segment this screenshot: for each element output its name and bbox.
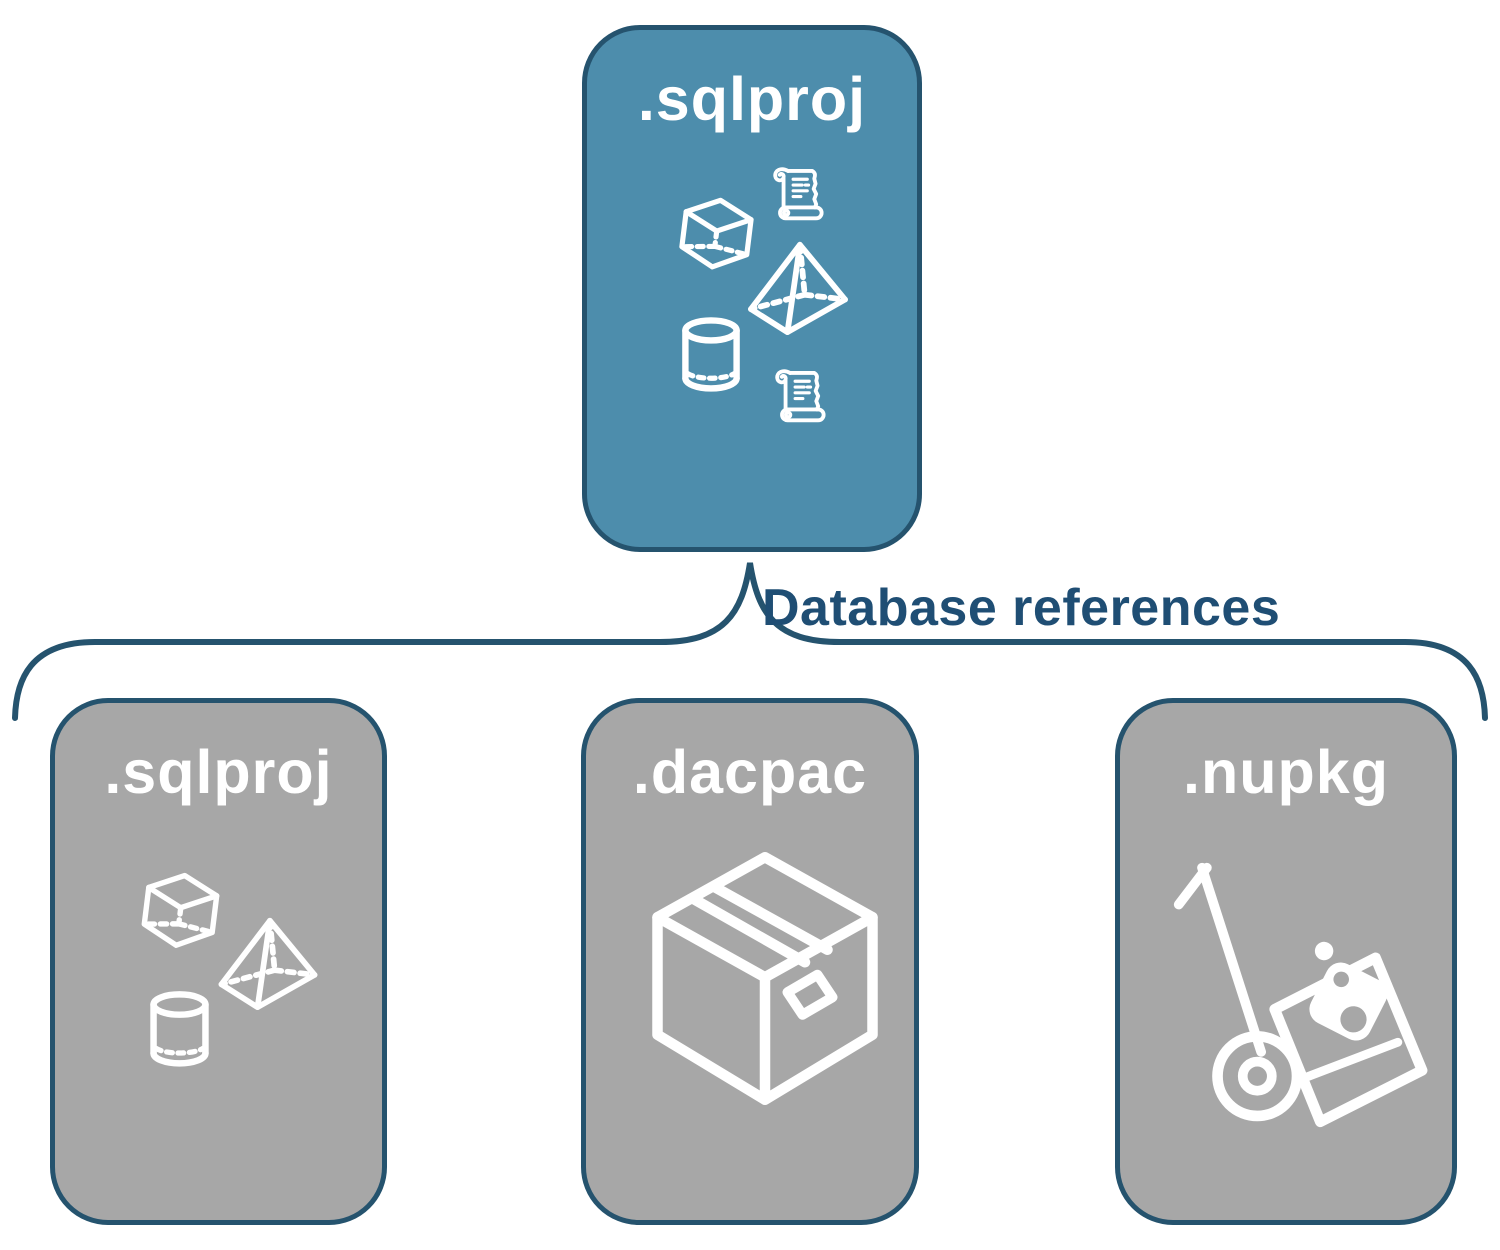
database-cylinder-icon xyxy=(675,313,747,399)
card-title: .sqlproj xyxy=(104,738,333,806)
database-cylinder-icon xyxy=(143,987,216,1074)
brace-connector xyxy=(12,562,1488,721)
card-child-nupkg: .nupkg xyxy=(1115,698,1457,1225)
card-root-sqlproj: .sqlproj xyxy=(582,25,922,552)
card-title: .sqlproj xyxy=(637,65,867,133)
card-child-sqlproj: .sqlproj xyxy=(50,698,387,1225)
cube-icon xyxy=(673,194,759,280)
script-scroll-icon xyxy=(767,364,831,428)
cube-icon xyxy=(135,869,225,959)
connector-label: Database references xyxy=(762,579,1281,637)
pyramid-icon xyxy=(213,916,323,1011)
nuget-hand-truck-icon xyxy=(1162,858,1434,1178)
card-title: .dacpac xyxy=(632,738,868,806)
script-scroll-icon xyxy=(765,162,829,226)
pyramid-icon xyxy=(742,240,854,336)
card-title: .nupkg xyxy=(1183,738,1389,806)
card-child-dacpac: .dacpac xyxy=(581,698,919,1225)
package-box-icon xyxy=(640,845,890,1117)
